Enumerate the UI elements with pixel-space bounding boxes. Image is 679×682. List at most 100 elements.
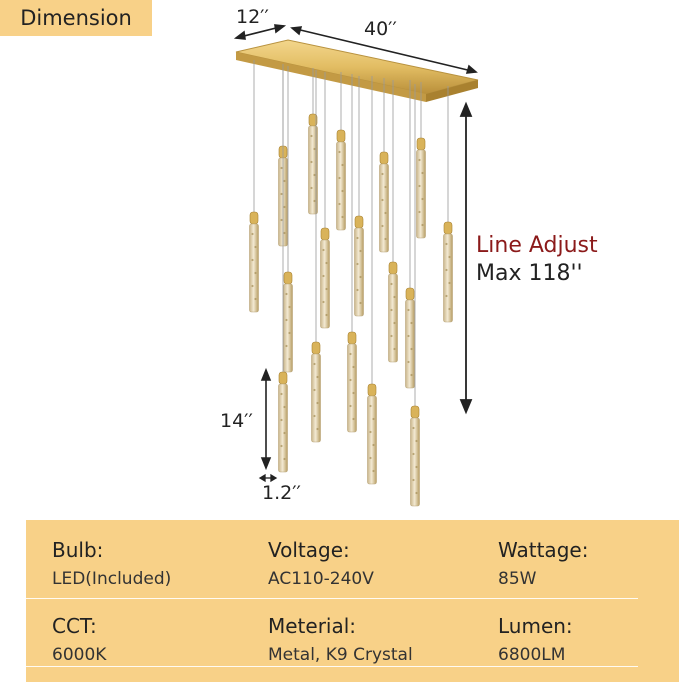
crystal-bubble [325, 287, 328, 291]
crystal-bubble [369, 430, 372, 434]
pendant-diameter-label: 1.2′′ [262, 482, 301, 504]
crystal-tube [379, 163, 389, 253]
crystal-bubble [393, 321, 396, 325]
crystal-bubble [341, 163, 344, 167]
crystal-tube [347, 343, 357, 433]
pendant-height-arrow [260, 367, 272, 471]
crystal-bubble [393, 295, 396, 299]
crystal-bubble [412, 426, 415, 430]
crystal-tube [311, 353, 321, 443]
spec-lumen: Lumen: 6800LM [498, 614, 573, 666]
pendant-cap [354, 215, 364, 229]
crystal-bubble [285, 318, 288, 322]
width-arrow [290, 26, 478, 74]
crystal-bubble [325, 261, 328, 265]
crystal-bubble [384, 211, 387, 215]
spec-value: LED(Included) [52, 569, 172, 589]
pendant-cap [405, 287, 415, 301]
crystal-bubble [415, 439, 418, 443]
crystal-bubble [310, 160, 313, 164]
crystal-tube [443, 233, 453, 323]
crystal-bubble [341, 215, 344, 219]
crystal-bubble [283, 405, 286, 409]
crystal-bubble [288, 331, 291, 335]
spec-value: 6000K [52, 645, 107, 665]
crystal-bubble [418, 184, 421, 188]
crystal-bubble [390, 308, 393, 312]
crystal-bubble [349, 378, 352, 382]
crystal-bubble [288, 305, 291, 309]
pendant-cap [388, 261, 398, 275]
pendant-height-label: 14′′ [220, 410, 253, 432]
crystal-bubble [445, 242, 448, 246]
ceiling-canopy [235, 39, 479, 102]
crystal-pendants [249, 60, 453, 507]
depth-arrow [233, 24, 287, 40]
crystal-bubble [356, 288, 359, 292]
chandelier-illustration [233, 24, 479, 507]
crystal-bubble [448, 255, 451, 259]
spec-value: 6800LM [498, 645, 566, 665]
crystal-bubble [412, 478, 415, 482]
crystal-bubble [384, 237, 387, 241]
crystal-bubble [254, 297, 257, 301]
crystal-bubble [445, 268, 448, 272]
crystal-bubble [445, 294, 448, 298]
pendant-cap [347, 331, 357, 345]
crystal-bubble [407, 360, 410, 364]
crystal-bubble [338, 202, 341, 206]
pendant-cap [416, 137, 426, 151]
crystal-bubble [280, 192, 283, 196]
crystal-bubble [338, 176, 341, 180]
crystal-bubble [285, 344, 288, 348]
pendant-cap [410, 405, 420, 419]
crystal-tube [308, 125, 318, 215]
crystal-bubble [316, 427, 319, 431]
spec-label: Bulb: [52, 538, 104, 562]
crystal-bubble [448, 281, 451, 285]
crystal-bubble [381, 172, 384, 176]
crystal-bubble [310, 134, 313, 138]
crystal-bubble [325, 313, 328, 317]
crystal-bubble [359, 301, 362, 305]
crystal-bubble [254, 271, 257, 275]
crystal-bubble [280, 166, 283, 170]
crystal-bubble [313, 414, 316, 418]
crystal-tube [405, 299, 415, 389]
crystal-bubble [349, 352, 352, 356]
crystal-bubble [280, 444, 283, 448]
crystal-bubble [349, 404, 352, 408]
crystal-bubble [283, 457, 286, 461]
crystal-bubble [418, 158, 421, 162]
crystal-bubble [288, 357, 291, 361]
crystal-bubble [254, 245, 257, 249]
crystal-tube [354, 227, 364, 317]
line-adjust-title: Line Adjust [476, 233, 598, 258]
pendant-cap [278, 371, 288, 385]
crystal-bubble [448, 307, 451, 311]
spec-panel: Bulb: LED(Included) Voltage: AC110-240V … [26, 520, 679, 682]
crystal-bubble [407, 308, 410, 312]
crystal-bubble [356, 262, 359, 266]
crystal-bubble [283, 231, 286, 235]
pendant-diameter-arrow [258, 473, 278, 483]
crystal-bubble [410, 321, 413, 325]
crystal-bubble [316, 401, 319, 405]
line-adjust-arrow [459, 101, 473, 415]
crystal-tube [388, 273, 398, 363]
crystal-bubble [283, 205, 286, 209]
crystal-bubble [412, 452, 415, 456]
crystal-bubble [372, 417, 375, 421]
crystal-tube [283, 283, 293, 373]
pendant-cap [320, 227, 330, 241]
crystal-tube [249, 223, 259, 313]
crystal-bubble [251, 284, 254, 288]
spec-label: Lumen: [498, 614, 573, 638]
spec-divider [26, 598, 638, 599]
spec-label: Meterial: [268, 614, 357, 638]
crystal-bubble [313, 362, 316, 366]
crystal-bubble [359, 249, 362, 253]
crystal-bubble [390, 282, 393, 286]
pendant-cap [336, 129, 346, 143]
crystal-bubble [372, 443, 375, 447]
